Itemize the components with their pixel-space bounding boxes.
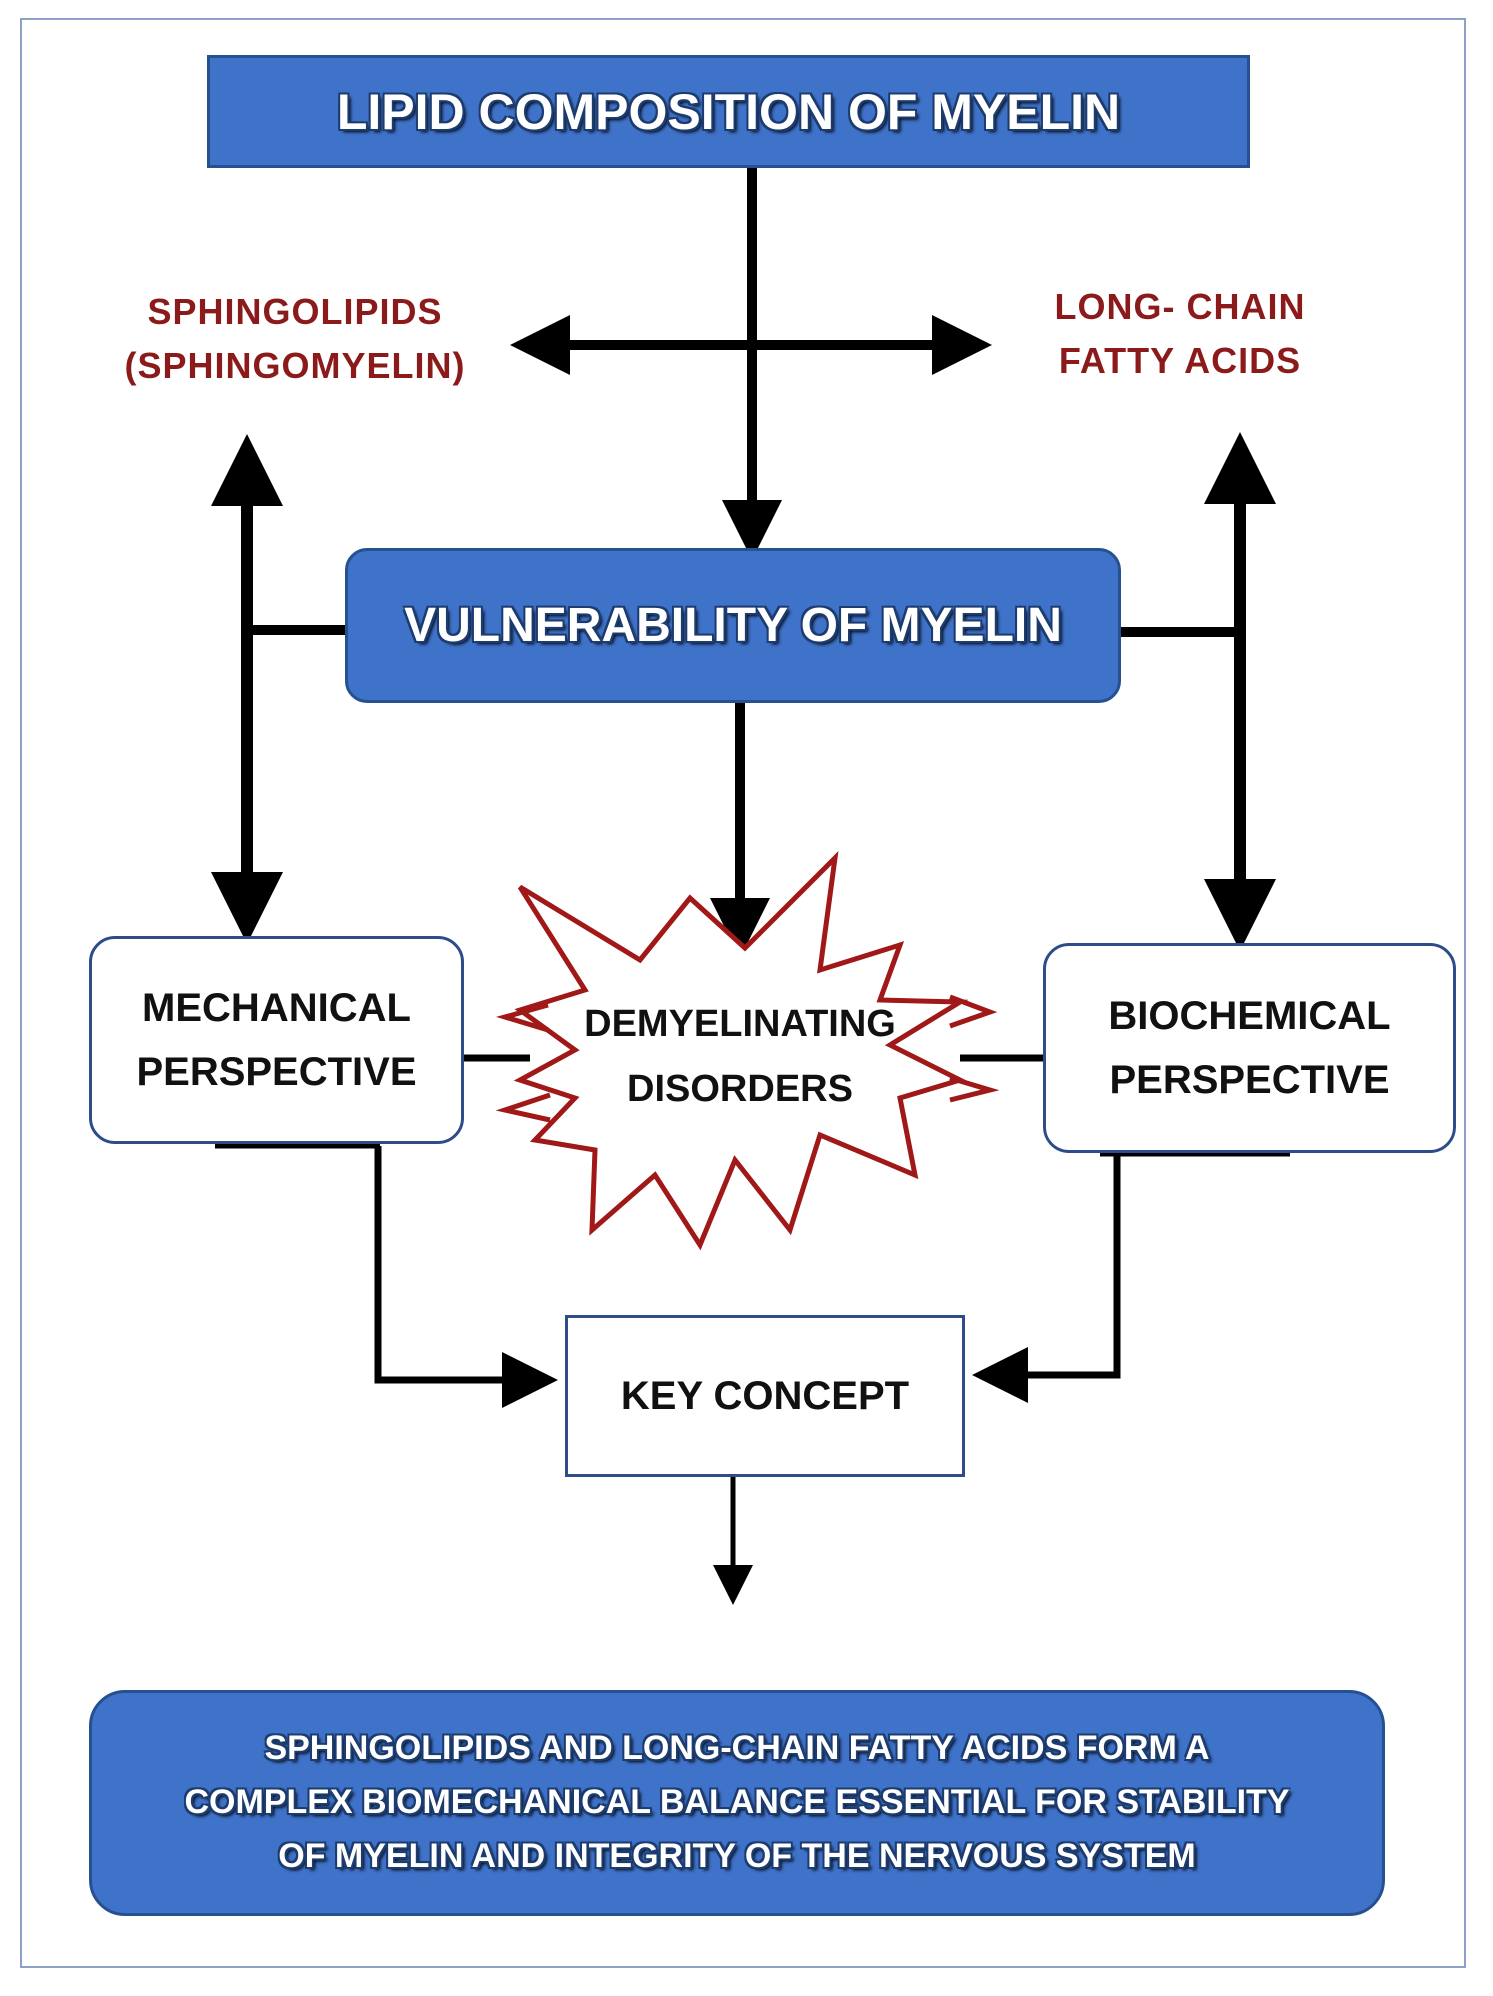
fatty-acids-line2: FATTY ACIDS bbox=[1058, 340, 1302, 381]
fatty-acids-label: LONG- CHAIN FATTY ACIDS bbox=[1010, 280, 1350, 388]
disorders-line1: DEMYELINATING bbox=[584, 1003, 896, 1045]
spark-right-bottom bbox=[949, 1075, 1000, 1103]
conclusion-line3: OF MYELIN AND INTEGRITY OF THE NERVOUS S… bbox=[278, 1836, 1196, 1875]
arrow-mech-to-key bbox=[374, 1146, 558, 1408]
conclusion-line2: COMPLEX BIOMECHANICAL BALANCE ESSENTIAL … bbox=[184, 1783, 1290, 1822]
biochemical-perspective-box: BIOCHEMICAL PERSPECTIVE bbox=[1043, 943, 1456, 1153]
mechanical-line1: MECHANICAL bbox=[142, 986, 411, 1030]
conclusion-box: SPHINGOLIPIDS AND LONG-CHAIN FATTY ACIDS… bbox=[89, 1690, 1385, 1916]
spark-left-top bbox=[496, 1002, 549, 1033]
vulnerability-box: VULNERABILITY OF MYELIN bbox=[345, 548, 1121, 703]
vulnerability-text: VULNERABILITY OF MYELIN bbox=[404, 599, 1062, 652]
sphingolipids-line1: SPHINGOLIPIDS bbox=[147, 291, 443, 332]
biochemical-line1: BIOCHEMICAL bbox=[1108, 994, 1391, 1038]
mechanical-perspective-box: MECHANICAL PERSPECTIVE bbox=[89, 936, 464, 1144]
spark-left-bottom bbox=[495, 1092, 551, 1123]
key-concept-box: KEY CONCEPT bbox=[565, 1315, 965, 1477]
title-box: LIPID COMPOSITION OF MYELIN bbox=[207, 55, 1250, 168]
conclusion-line1: SPHINGOLIPIDS AND LONG-CHAIN FATTY ACIDS… bbox=[264, 1729, 1210, 1768]
title-text: LIPID COMPOSITION OF MYELIN bbox=[336, 83, 1121, 140]
sphingolipids-line2: (SPHINGOMYELIN) bbox=[124, 345, 466, 386]
burst-shape bbox=[513, 851, 969, 1251]
spark-right-top bbox=[949, 994, 998, 1029]
biochemical-line2: PERSPECTIVE bbox=[1109, 1058, 1390, 1102]
fatty-acids-line1: LONG- CHAIN bbox=[1054, 286, 1306, 327]
diagram-frame bbox=[20, 18, 1466, 1968]
key-concept-text: KEY CONCEPT bbox=[620, 1373, 910, 1418]
sphingolipids-label: SPHINGOLIPIDS (SPHINGOMYELIN) bbox=[110, 285, 480, 393]
mechanical-line2: PERSPECTIVE bbox=[136, 1050, 417, 1094]
arrow-bio-to-key bbox=[972, 1154, 1121, 1403]
disorders-line2: DISORDERS bbox=[627, 1067, 853, 1110]
demyelinating-disorders-label: DEMYELINATING DISORDERS bbox=[560, 992, 920, 1121]
